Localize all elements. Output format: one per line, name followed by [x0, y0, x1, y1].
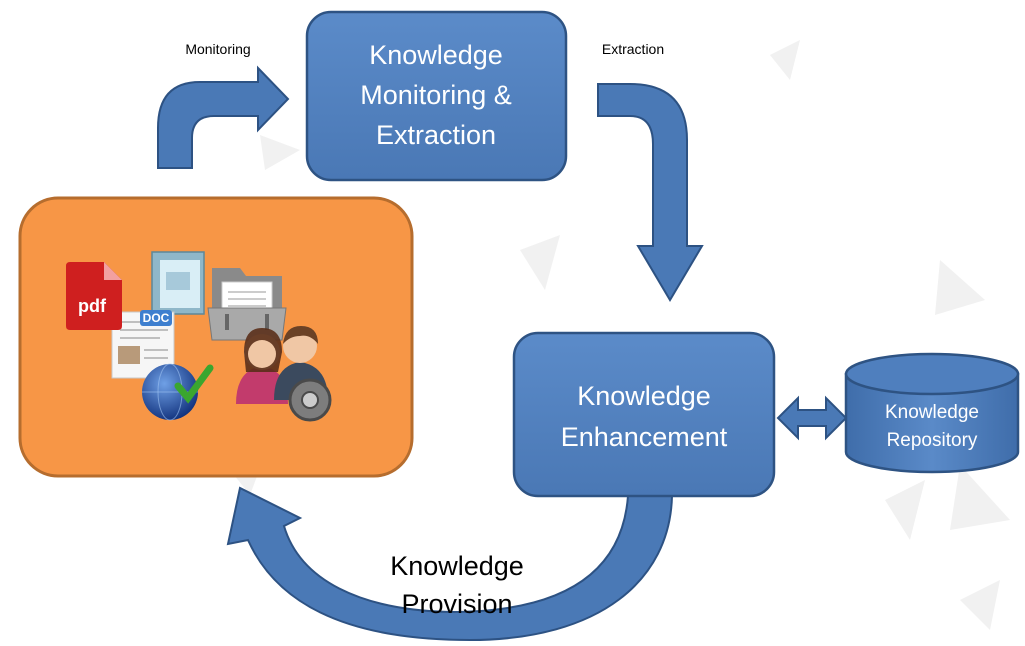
- user-icon: [236, 328, 288, 404]
- monitoring-label: Monitoring: [185, 41, 250, 57]
- provision-label-line1: Knowledge: [390, 551, 524, 581]
- provision-arrow: [226, 486, 674, 642]
- doc-label: DOC: [143, 311, 170, 325]
- globe-check-icon: [142, 363, 214, 421]
- admin-gear-icon: [274, 326, 332, 422]
- enhancement-box: [512, 331, 776, 498]
- monitoring-extraction-line3: Extraction: [376, 120, 496, 150]
- enhancement-repository-arrow: [776, 395, 848, 441]
- pdf-label: pdf: [78, 296, 107, 316]
- extraction-label: Extraction: [602, 41, 664, 57]
- monitoring-arrow: [157, 65, 290, 169]
- enhancement-line2: Enhancement: [561, 422, 728, 452]
- enhancement-line1: Knowledge: [577, 381, 711, 411]
- provision-label-line2: Provision: [401, 589, 512, 619]
- pdf-icon: pdf: [66, 262, 122, 330]
- repository-cylinder: [844, 352, 1020, 474]
- source-icons: DOC pdf: [66, 251, 332, 422]
- folder-icon: [151, 251, 205, 315]
- repository-line2: Repository: [887, 430, 978, 451]
- monitoring-extraction-line1: Knowledge: [369, 40, 503, 70]
- extraction-arrow: [597, 83, 704, 302]
- repository-line1: Knowledge: [885, 402, 979, 423]
- monitoring-extraction-box: [305, 10, 568, 182]
- document-folder-icon: [207, 268, 287, 341]
- monitoring-extraction-line2: Monitoring &: [360, 80, 512, 110]
